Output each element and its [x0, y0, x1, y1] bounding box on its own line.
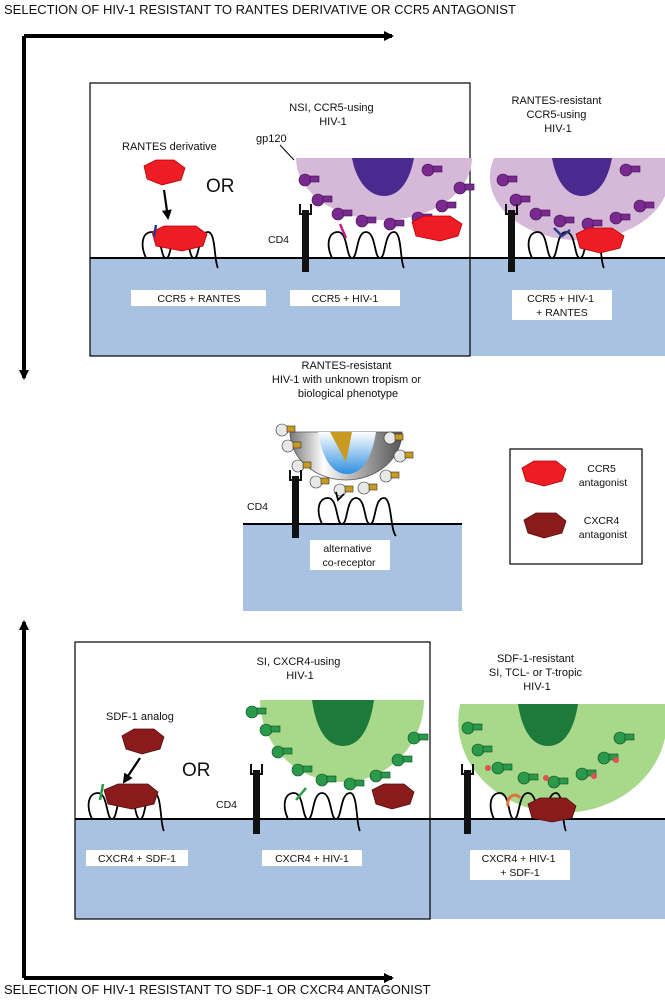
si-title: SI, CXCR4-using HIV-1 [257, 656, 344, 682]
rantes-tag [152, 224, 158, 238]
cd4-cup-1 [299, 204, 312, 215]
gp120-pointer [279, 144, 295, 161]
legend-ccr5-label: CCR5 antagonist [579, 463, 628, 489]
bottom-panel: SDF-1 analog OR CXCR4 + SDF-1 SI, CXCR4-… [74, 641, 665, 920]
cd4-label-1: CD4 [268, 234, 289, 246]
sdf-resistant-title: SDF-1-resistant SI, TCL- or T-tropic HIV… [489, 653, 585, 693]
hiv-tag [338, 223, 348, 239]
alt-coreceptor-tag [335, 491, 345, 502]
cd4-stalk-2 [508, 210, 515, 272]
x4-spikes-2 [461, 721, 635, 789]
r5-resistant-virus-core [552, 158, 612, 196]
sdf-tag [98, 783, 105, 801]
gp120-spikes-1 [298, 163, 475, 231]
middle-title: RANTES-resistant HIV-1 with unknown trop… [272, 360, 424, 400]
cd4-stalk-1 [302, 210, 309, 272]
resistance-mutations [485, 757, 619, 781]
cxcr4-receptor-3 [489, 792, 567, 832]
ccr5-receptor-2 [327, 231, 405, 269]
cd4-label-2: CD4 [216, 799, 237, 811]
mutant-virus-core [330, 432, 352, 462]
binding-arrow-2 [122, 757, 141, 784]
legend-cxcr4-label: CXCR4 antagonist [579, 515, 628, 541]
cxcr4-antagonist-floating [371, 783, 415, 810]
hiv-tag-2 [295, 787, 307, 801]
nsi-title: NSI, CCR5-using HIV-1 [289, 102, 376, 128]
resistant-tag-2 [506, 793, 522, 807]
ccr5-antagonist-bound [151, 225, 208, 252]
alt-coreceptor [317, 497, 397, 537]
or-label-2: OR [182, 760, 211, 781]
cd4-stalk-middle [292, 476, 299, 538]
cxcr4-antagonist-bound [103, 783, 159, 810]
top-panel: RANTES derivative OR CCR5 + RANTES NSI, … [89, 82, 665, 357]
x4-resistant-virus-core [518, 704, 578, 746]
x4-spikes-1 [245, 705, 429, 791]
alt-coreceptor-label: alternative co-receptor [322, 543, 376, 569]
cxcr4-hiv-sdf-label: CXCR4 + HIV-1 + SDF-1 [482, 853, 559, 879]
cxcr4-antagonist-bound-2 [527, 797, 577, 823]
cd4-cup-3 [250, 764, 263, 775]
ccr5-antagonist-floating [411, 215, 463, 242]
top-caption: SELECTION OF HIV-1 RESISTANT TO RANTES D… [4, 2, 516, 17]
middle-panel: RANTES-resistant HIV-1 with unknown trop… [243, 360, 462, 611]
bottom-box [74, 641, 431, 920]
cd4-stalk-4 [464, 770, 471, 834]
ccr5-rantes-label: CCR5 + RANTES [157, 293, 240, 305]
r5-virus-core [352, 158, 414, 196]
cd4-stalk-3 [253, 770, 260, 834]
ccr5-hiv-label: CCR5 + HIV-1 [312, 293, 379, 305]
bottom-membrane [75, 819, 665, 919]
cd4-cup-4 [461, 764, 474, 775]
bottom-caption: SELECTION OF HIV-1 RESISTANT TO SDF-1 OR… [4, 982, 430, 997]
rantes-derivative-label: RANTES derivative [122, 141, 217, 153]
ccr5-hiv-rantes-label: CCR5 + HIV-1 + RANTES [527, 293, 597, 319]
legend-cxcr4-swatch [523, 512, 567, 539]
gp120-spikes-2 [496, 163, 655, 231]
legend: CCR5 antagonist CXCR4 antagonist [509, 448, 643, 565]
or-label: OR [206, 176, 235, 197]
cd4-cup-middle [289, 470, 302, 481]
sdf-analog-label: SDF-1 analog [106, 711, 174, 723]
x4-resistant-virus-body [458, 704, 665, 813]
ccr5-antagonist-bound-2 [575, 227, 625, 254]
binding-arrow [161, 189, 172, 220]
ccr5-antagonist-free [143, 159, 186, 186]
cd4-label-middle: CD4 [247, 501, 268, 513]
rantes-resistant-title: RANTES-resistant CCR5-using HIV-1 [512, 95, 605, 135]
cxcr4-antagonist-free [121, 728, 165, 755]
cxcr4-sdf-label: CXCR4 + SDF-1 [98, 853, 176, 865]
cd4-cup-2 [505, 204, 518, 215]
top-box [89, 82, 471, 357]
cxcr4-hiv-label: CXCR4 + HIV-1 [275, 853, 349, 865]
cxcr4-receptor-2 [283, 792, 361, 832]
legend-ccr5-swatch [521, 460, 567, 487]
x4-virus-core [312, 700, 374, 746]
resistant-tag [553, 227, 571, 238]
gp120-label: gp120 [256, 133, 287, 145]
